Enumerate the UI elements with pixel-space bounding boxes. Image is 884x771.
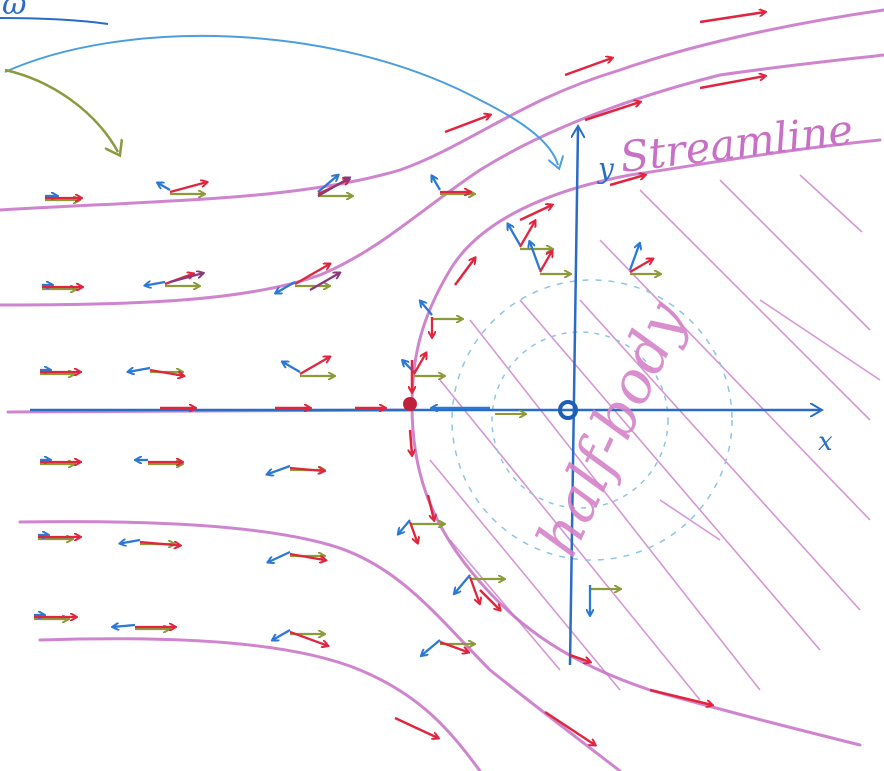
- streamline-velocity-arrow: [584, 102, 640, 122]
- streamline-velocity-arrow: [569, 653, 590, 662]
- axes: [30, 128, 820, 666]
- total-velocity-arrow: [539, 251, 552, 273]
- streamline-velocity-arrow: [410, 429, 412, 455]
- source-velocity-arrow: [120, 540, 141, 543]
- hatch-line: [439, 379, 701, 701]
- dashed-circle-inner: [491, 331, 669, 509]
- streamline-body-boundary: [410, 138, 882, 747]
- source-velocity-arrow: [113, 625, 136, 627]
- streamline-velocity-arrow: [453, 258, 475, 286]
- source-velocity-arrow: [268, 550, 291, 562]
- source-velocity-arrow: [158, 183, 171, 191]
- hatch-line: [639, 189, 871, 421]
- resultant-arrow-purple: [169, 273, 203, 284]
- source-velocity-arrow: [455, 574, 471, 593]
- total-velocity-arrow: [139, 540, 180, 545]
- hatch-line: [449, 539, 561, 671]
- hatch-line: [719, 179, 871, 331]
- total-velocity-arrow: [519, 221, 535, 248]
- total-velocity-arrow: [629, 259, 653, 273]
- total-velocity-arrow: [149, 368, 183, 376]
- streamline-velocity-arrow: [426, 494, 434, 520]
- x-axis-label: x: [818, 427, 833, 457]
- total-velocity-arrow: [299, 357, 329, 375]
- total-velocity-arrow: [413, 353, 426, 375]
- streamline-velocity-arrow: [564, 58, 612, 77]
- streamline-bottom: [38, 637, 482, 771]
- resultant-arrow-purple: [317, 178, 349, 197]
- total-velocity-arrow: [408, 521, 418, 543]
- streamline-velocity-arrow: [519, 205, 552, 222]
- hatch-line: [579, 299, 861, 611]
- source-velocity-arrow: [276, 281, 296, 293]
- total-velocity-arrow: [289, 630, 328, 646]
- velocity-vectors: [34, 175, 660, 655]
- dashed-circle-outer: [451, 279, 733, 561]
- source-velocity-arrow: [508, 224, 521, 246]
- total-velocity-arrow: [294, 264, 330, 285]
- pointer-arrow-blue: [4, 34, 558, 165]
- source-velocity-arrow: [267, 464, 291, 474]
- half-body-label: half-body: [523, 290, 700, 566]
- source-velocity-arrow: [283, 362, 301, 373]
- streamline-velocity-arrow: [609, 175, 645, 187]
- streamline-velocity-arrow: [649, 688, 712, 705]
- streamline-velocity-arrow: [699, 12, 765, 24]
- hatch-line: [759, 299, 881, 381]
- resultant-arrow-purple: [309, 273, 339, 291]
- streamline-velocity-arrow: [394, 716, 438, 738]
- half-body-hatching: [429, 174, 881, 701]
- stagnation-point: [403, 397, 417, 411]
- source-velocity-arrow: [422, 639, 441, 655]
- source-velocity-arrow: [398, 519, 411, 534]
- source-velocity-arrow: [273, 629, 291, 640]
- hatch-line: [519, 299, 821, 651]
- source-velocity-arrow: [628, 244, 640, 271]
- hatch-line: [599, 239, 871, 521]
- source-velocity-arrow: [128, 368, 151, 372]
- streamline-top: [0, 8, 884, 212]
- streamline-velocity-arrow: [544, 710, 595, 745]
- y-axis-label: y: [596, 152, 615, 185]
- total-velocity-arrow: [468, 576, 480, 603]
- total-velocity-arrow: [169, 182, 207, 194]
- hatch-line: [469, 319, 761, 691]
- corner-label-fragment: ω: [2, 0, 26, 22]
- streamline-velocity-arrow: [444, 115, 490, 134]
- streamline-arrows: [394, 12, 765, 745]
- y-axis: [568, 128, 578, 666]
- streamline-label: Streamline: [617, 105, 855, 182]
- source-velocity-arrow: [317, 175, 338, 193]
- total-velocity-arrow: [289, 552, 325, 560]
- streamline-velocity-arrow: [479, 589, 500, 610]
- source-velocity-arrow: [432, 176, 441, 191]
- source-velocity-arrow: [530, 242, 542, 271]
- total-velocity-arrow: [439, 640, 468, 652]
- hatch-line: [799, 174, 863, 233]
- hatch-line: [429, 459, 621, 691]
- source-velocity-arrow: [145, 282, 166, 285]
- source-velocity-arrow: [420, 301, 433, 316]
- streamline-upper: [0, 53, 884, 307]
- origin-point: [558, 400, 578, 420]
- streamline-velocity-arrow: [699, 76, 765, 90]
- pointer-arrow-green: [4, 68, 118, 152]
- total-velocity-arrow: [289, 468, 324, 471]
- corner-label-underline: [0, 17, 109, 25]
- hatch-line: [659, 499, 721, 541]
